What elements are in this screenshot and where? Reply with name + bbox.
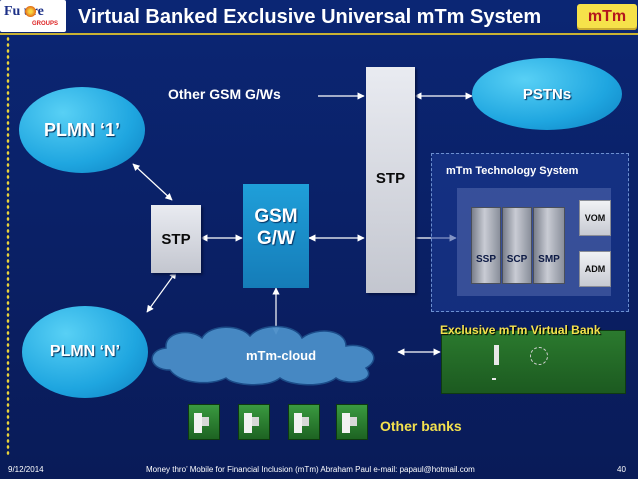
- future-groups-logo: Fu ure GROUPS: [0, 0, 66, 32]
- ssp-label: SSP: [475, 254, 496, 265]
- exclusive-virtual-bank-label: Exclusive mTm Virtual Bank: [440, 323, 601, 337]
- gsm-gateway-box: GSM G/W: [243, 184, 309, 288]
- card-slot-icon: [494, 345, 499, 365]
- plmn-1-node: PLMN ‘1’: [19, 87, 145, 173]
- plmn-n-label: PLMN ‘N’: [49, 343, 121, 360]
- footer-page-number: 40: [617, 465, 626, 474]
- dotted-margin: [6, 36, 10, 456]
- stp-box-small: STP: [151, 205, 201, 273]
- smp-server: SMP: [533, 207, 565, 284]
- bank-card-2: [238, 404, 270, 440]
- plmn-1-label: PLMN ‘1’: [43, 119, 120, 140]
- slide-title: Virtual Banked Exclusive Universal mTm S…: [78, 6, 542, 28]
- vom-label: VOM: [584, 213, 606, 223]
- card-chip-icon: [530, 347, 548, 365]
- adm-label: ADM: [584, 264, 606, 274]
- bank-card-1: [188, 404, 220, 440]
- card-mark: [492, 378, 496, 380]
- mtm-badge: mTm: [577, 4, 637, 30]
- other-gsm-gateways-label: Other GSM G/Ws: [168, 86, 281, 102]
- ssp-server: SSP: [471, 207, 501, 284]
- logo-subtext: GROUPS: [32, 21, 59, 27]
- plmn-n-node: PLMN ‘N’: [22, 306, 148, 398]
- title-underline: [0, 33, 638, 35]
- bank-card-4: [336, 404, 368, 440]
- footer-date: 9/12/2014: [8, 465, 44, 474]
- stp-box-tall: STP: [366, 67, 415, 293]
- pstns-node: PSTNs: [472, 58, 622, 130]
- vom-box: VOM: [579, 200, 611, 236]
- logo-sun-icon: [25, 6, 36, 17]
- stp-small-label: STP: [161, 230, 191, 248]
- line-plmn1-stp: [132, 163, 173, 201]
- stp-tall-label: STP: [375, 170, 406, 187]
- smp-label: SMP: [538, 254, 560, 265]
- mtm-cloud: [151, 325, 375, 386]
- gsm-label-line2: G/W: [257, 228, 295, 249]
- exclusive-virtual-bank-card: [441, 330, 626, 394]
- footer-text: Money thro’ Mobile for Financial Inclusi…: [146, 465, 475, 474]
- other-banks-label: Other banks: [380, 418, 462, 434]
- pstns-label: PSTNs: [522, 85, 572, 103]
- scp-label: SCP: [506, 254, 528, 265]
- bank-card-3: [288, 404, 320, 440]
- scp-server: SCP: [502, 207, 532, 284]
- mtm-technology-system-title: mTm Technology System: [446, 165, 579, 177]
- mtm-cloud-label: mTm-cloud: [246, 348, 317, 363]
- gsm-label-line1: GSM: [254, 206, 298, 227]
- adm-box: ADM: [579, 251, 611, 287]
- line-plmnN-stp: [146, 271, 177, 313]
